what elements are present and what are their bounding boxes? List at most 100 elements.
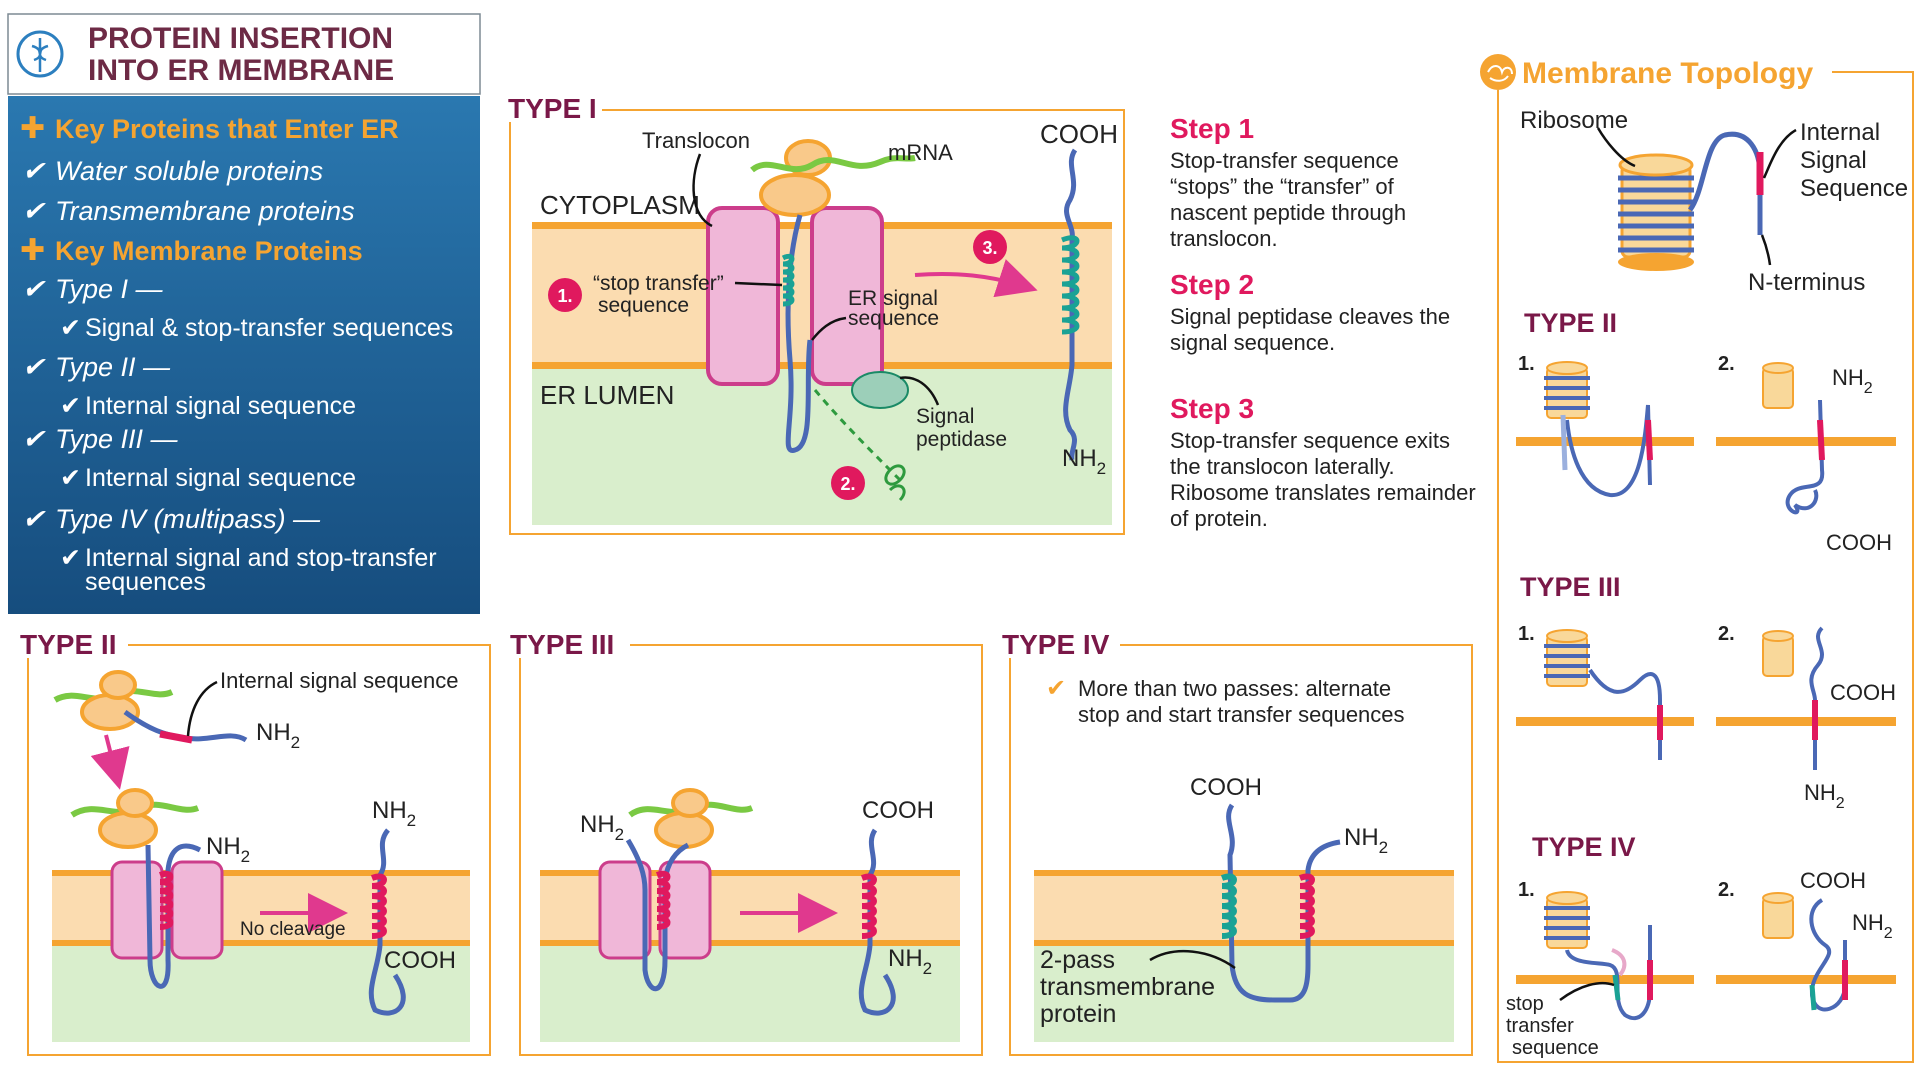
stop-transfer-label-line1: “stop transfer” (593, 272, 724, 295)
type4-helix-1 (1220, 873, 1237, 939)
sidebar-type1-sub: Signal & stop-transfer sequences (85, 314, 453, 342)
steps-column: Step 1 Stop-transfer sequence “stops” th… (1170, 113, 1476, 531)
step1-line: “stops” the “transfer” of (1170, 174, 1395, 199)
sidebar-type4-sub-line2: sequences (85, 568, 206, 596)
step3-line: Ribosome translates remainder (1170, 480, 1476, 505)
translocon-left (706, 206, 780, 386)
topology-stop-line3: sequence (1512, 1037, 1599, 1059)
type2-final-cooh: COOH (384, 947, 456, 974)
svg-text:1.: 1. (1518, 623, 1535, 645)
topology-type3-cooh: COOH (1830, 680, 1896, 705)
topology-stop-line1: stop (1506, 993, 1544, 1015)
topology-type2-membrane-2 (1716, 437, 1896, 446)
step3-line: the translocon laterally. (1170, 454, 1395, 479)
topology-type2-title: TYPE II (1524, 308, 1617, 338)
type2-top-nh2: NH2 (256, 719, 300, 752)
step2-line: signal sequence. (1170, 330, 1335, 355)
er-signal-label-line2: sequence (848, 307, 939, 330)
type3-final-nh2: NH2 (888, 945, 932, 978)
sidebar-heading-membrane-proteins: Key Membrane Proteins (55, 236, 363, 266)
step1-line: translocon. (1170, 226, 1278, 251)
step1-line: nascent peptide through (1170, 200, 1406, 225)
sidebar-type1: Type I — (55, 274, 164, 304)
sidebar-type2: Type II — (55, 352, 171, 382)
topology-internal-line2: Signal (1800, 147, 1867, 174)
svg-text:✔: ✔ (22, 196, 46, 226)
type4-helix-2 (1298, 873, 1315, 939)
step-marker-2 (831, 466, 865, 500)
topology-type4-membrane-1 (1516, 975, 1694, 984)
topology-type3-membrane-2 (1716, 717, 1896, 726)
topology-internal-line3: Sequence (1800, 175, 1908, 202)
mini-ribosome (1544, 629, 1590, 687)
type4-note-line2: stop and start transfer sequences (1078, 702, 1405, 727)
svg-text:✚: ✚ (20, 234, 45, 267)
svg-text:✔: ✔ (22, 504, 46, 534)
topology-n-terminus: N-terminus (1748, 269, 1865, 296)
type1-nh2-label: NH2 (1062, 445, 1106, 478)
type2-mid-nh2: NH2 (206, 833, 250, 866)
type1-final-protein (1063, 148, 1078, 461)
type4-label-line1: 2-pass (1040, 946, 1115, 974)
signal-peptidase-label-line1: Signal (916, 405, 974, 428)
sidebar-type3-sub: Internal signal sequence (85, 464, 356, 492)
type4-cooh: COOH (1190, 774, 1262, 801)
svg-text:✚: ✚ (20, 112, 45, 145)
type2-final-nh2: NH2 (372, 797, 416, 830)
page-title-line2: INTO ER MEMBRANE (88, 54, 394, 87)
topology-panel: Membrane Topology Ribosome Internal Sign… (1476, 50, 1914, 1063)
type1-title: TYPE I (508, 93, 597, 124)
sidebar-item-water-soluble: Water soluble proteins (55, 156, 323, 186)
stop-transfer-helix (781, 253, 795, 307)
step1-title: Step 1 (1170, 113, 1254, 144)
type1-er-lumen (532, 369, 1112, 525)
svg-text:✔: ✔ (22, 274, 46, 304)
topology-ribosome-label: Ribosome (1520, 107, 1628, 134)
translocon-label: Translocon (642, 128, 750, 153)
type4-panel: TYPE IV ✔ More than two passes: alternat… (998, 628, 1473, 1056)
stop-transfer-label-line2: sequence (598, 294, 689, 317)
sidebar-type2-sub: Internal signal sequence (85, 392, 356, 420)
mrna-strand (750, 155, 916, 173)
brain-icon (1480, 54, 1516, 90)
no-cleavage-label: No cleavage (240, 919, 346, 940)
step-marker-1 (548, 278, 582, 312)
signal-peptidase-shape (851, 371, 909, 409)
type3-panel: TYPE III NH2 COOH NH2 (506, 628, 983, 1056)
svg-text:✔: ✔ (60, 544, 81, 572)
type1-cooh-label: COOH (1040, 119, 1118, 149)
type1-cytoplasm-label: CYTOPLASM (540, 190, 700, 220)
svg-text:✔: ✔ (60, 392, 81, 420)
internal-signal-label: Internal signal sequence (220, 668, 459, 693)
type2-panel: TYPE II Internal signal sequence NH2 NH2… (16, 628, 491, 1056)
type3-title: TYPE III (510, 629, 614, 660)
type4-label-line3: protein (1040, 1000, 1116, 1028)
mini-ribosome (1544, 891, 1590, 949)
translocon-right (810, 206, 884, 386)
svg-text:1.: 1. (1518, 353, 1535, 375)
type4-note-line1: More than two passes: alternate (1078, 676, 1391, 701)
scissors-icon (884, 464, 906, 502)
topology-ribosome (1618, 153, 1694, 271)
ribosome-large (759, 173, 831, 217)
topology-type4-cooh: COOH (1800, 868, 1866, 893)
svg-text:✔: ✔ (22, 156, 46, 186)
svg-text:2.: 2. (840, 474, 855, 494)
topology-type2-nh2: NH2 (1832, 365, 1873, 397)
step3-line: Stop-transfer sequence exits (1170, 428, 1450, 453)
svg-text:2.: 2. (1718, 879, 1735, 901)
sidebar-type4: Type IV (multipass) — (55, 504, 321, 534)
type1-final-helix (1061, 235, 1080, 335)
sidebar-type4-sub-line1: Internal signal and stop-transfer (85, 544, 437, 572)
svg-text:✔: ✔ (22, 352, 46, 382)
type4-nh2: NH2 (1344, 824, 1388, 857)
sidebar-type3: Type III — (55, 424, 179, 454)
type4-title: TYPE IV (1002, 629, 1110, 660)
svg-text:2.: 2. (1718, 623, 1735, 645)
svg-text:1.: 1. (1518, 879, 1535, 901)
topology-type2-cooh: COOH (1826, 530, 1892, 555)
type4-label-line2: transmembrane (1040, 973, 1215, 1001)
type2-title: TYPE II (20, 629, 116, 660)
svg-text:3.: 3. (982, 238, 997, 258)
